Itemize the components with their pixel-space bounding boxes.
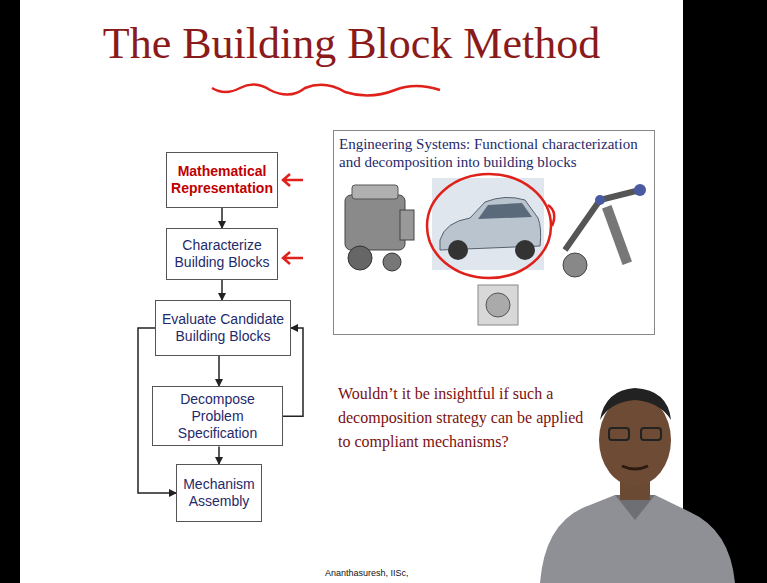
slide-note: Wouldn’t it be insightful if such a deco… xyxy=(338,382,598,454)
box-label: Mathematical Representation xyxy=(171,163,273,197)
box-label: Evaluate Candidate Building Blocks xyxy=(161,311,285,345)
presenter-shirt xyxy=(540,495,735,583)
panel-heading: Engineering Systems: Functional characte… xyxy=(339,135,649,171)
box-label: Characterize Building Blocks xyxy=(172,237,272,271)
engine-pulley xyxy=(383,253,401,271)
suspension-arm xyxy=(565,190,640,250)
black-border xyxy=(0,0,20,583)
process-box: Mathematical Representation xyxy=(166,152,278,208)
annotation-stroke xyxy=(548,205,554,226)
suspension-strut xyxy=(602,205,632,265)
process-box: Evaluate Candidate Building Blocks xyxy=(155,300,291,356)
car-picture xyxy=(427,174,554,278)
process-box: Characterize Building Blocks xyxy=(166,228,278,280)
car-windscreen xyxy=(478,203,532,219)
engine-block xyxy=(345,195,405,250)
presenter-moustache xyxy=(622,466,648,469)
process-box: Mechanism Assembly xyxy=(176,464,262,522)
engine-cover xyxy=(352,185,398,199)
car-photo-ground xyxy=(432,178,544,270)
black-border xyxy=(683,0,767,583)
presenter-hair xyxy=(600,388,671,420)
engine-pulley xyxy=(348,246,372,270)
flow-arrow xyxy=(218,446,220,464)
engine-picture xyxy=(345,185,414,271)
part-picture xyxy=(478,285,518,325)
box-label: Mechanism Assembly xyxy=(182,476,256,510)
part-disc xyxy=(486,293,510,317)
annotation-underline xyxy=(212,84,440,95)
car-wheel xyxy=(448,240,468,260)
flow-arrow xyxy=(218,356,220,386)
footer-credit: Ananthasuresh, IISc, xyxy=(325,568,409,578)
annotation-circle xyxy=(427,174,551,278)
engine-part xyxy=(400,210,414,240)
presenter-glasses xyxy=(641,428,661,440)
box-label: Decompose Problem Specification xyxy=(158,391,277,441)
slide-title: The Building Block Method xyxy=(20,18,683,69)
part-photo-ground xyxy=(478,285,518,325)
suspension-joint xyxy=(634,184,646,196)
annotation-arrow xyxy=(283,252,303,264)
presenter-glasses xyxy=(609,428,629,440)
illustration-panel: Engineering Systems: Functional characte… xyxy=(333,130,655,335)
car-wheel xyxy=(515,240,535,260)
process-box: Decompose Problem Specification xyxy=(152,386,283,446)
annotation-arrow xyxy=(283,174,303,186)
flow-arrow xyxy=(221,280,223,300)
flow-arrow xyxy=(221,208,223,228)
suspension-joint xyxy=(595,195,605,205)
suspension-hub xyxy=(563,253,587,277)
suspension-picture xyxy=(563,184,646,277)
